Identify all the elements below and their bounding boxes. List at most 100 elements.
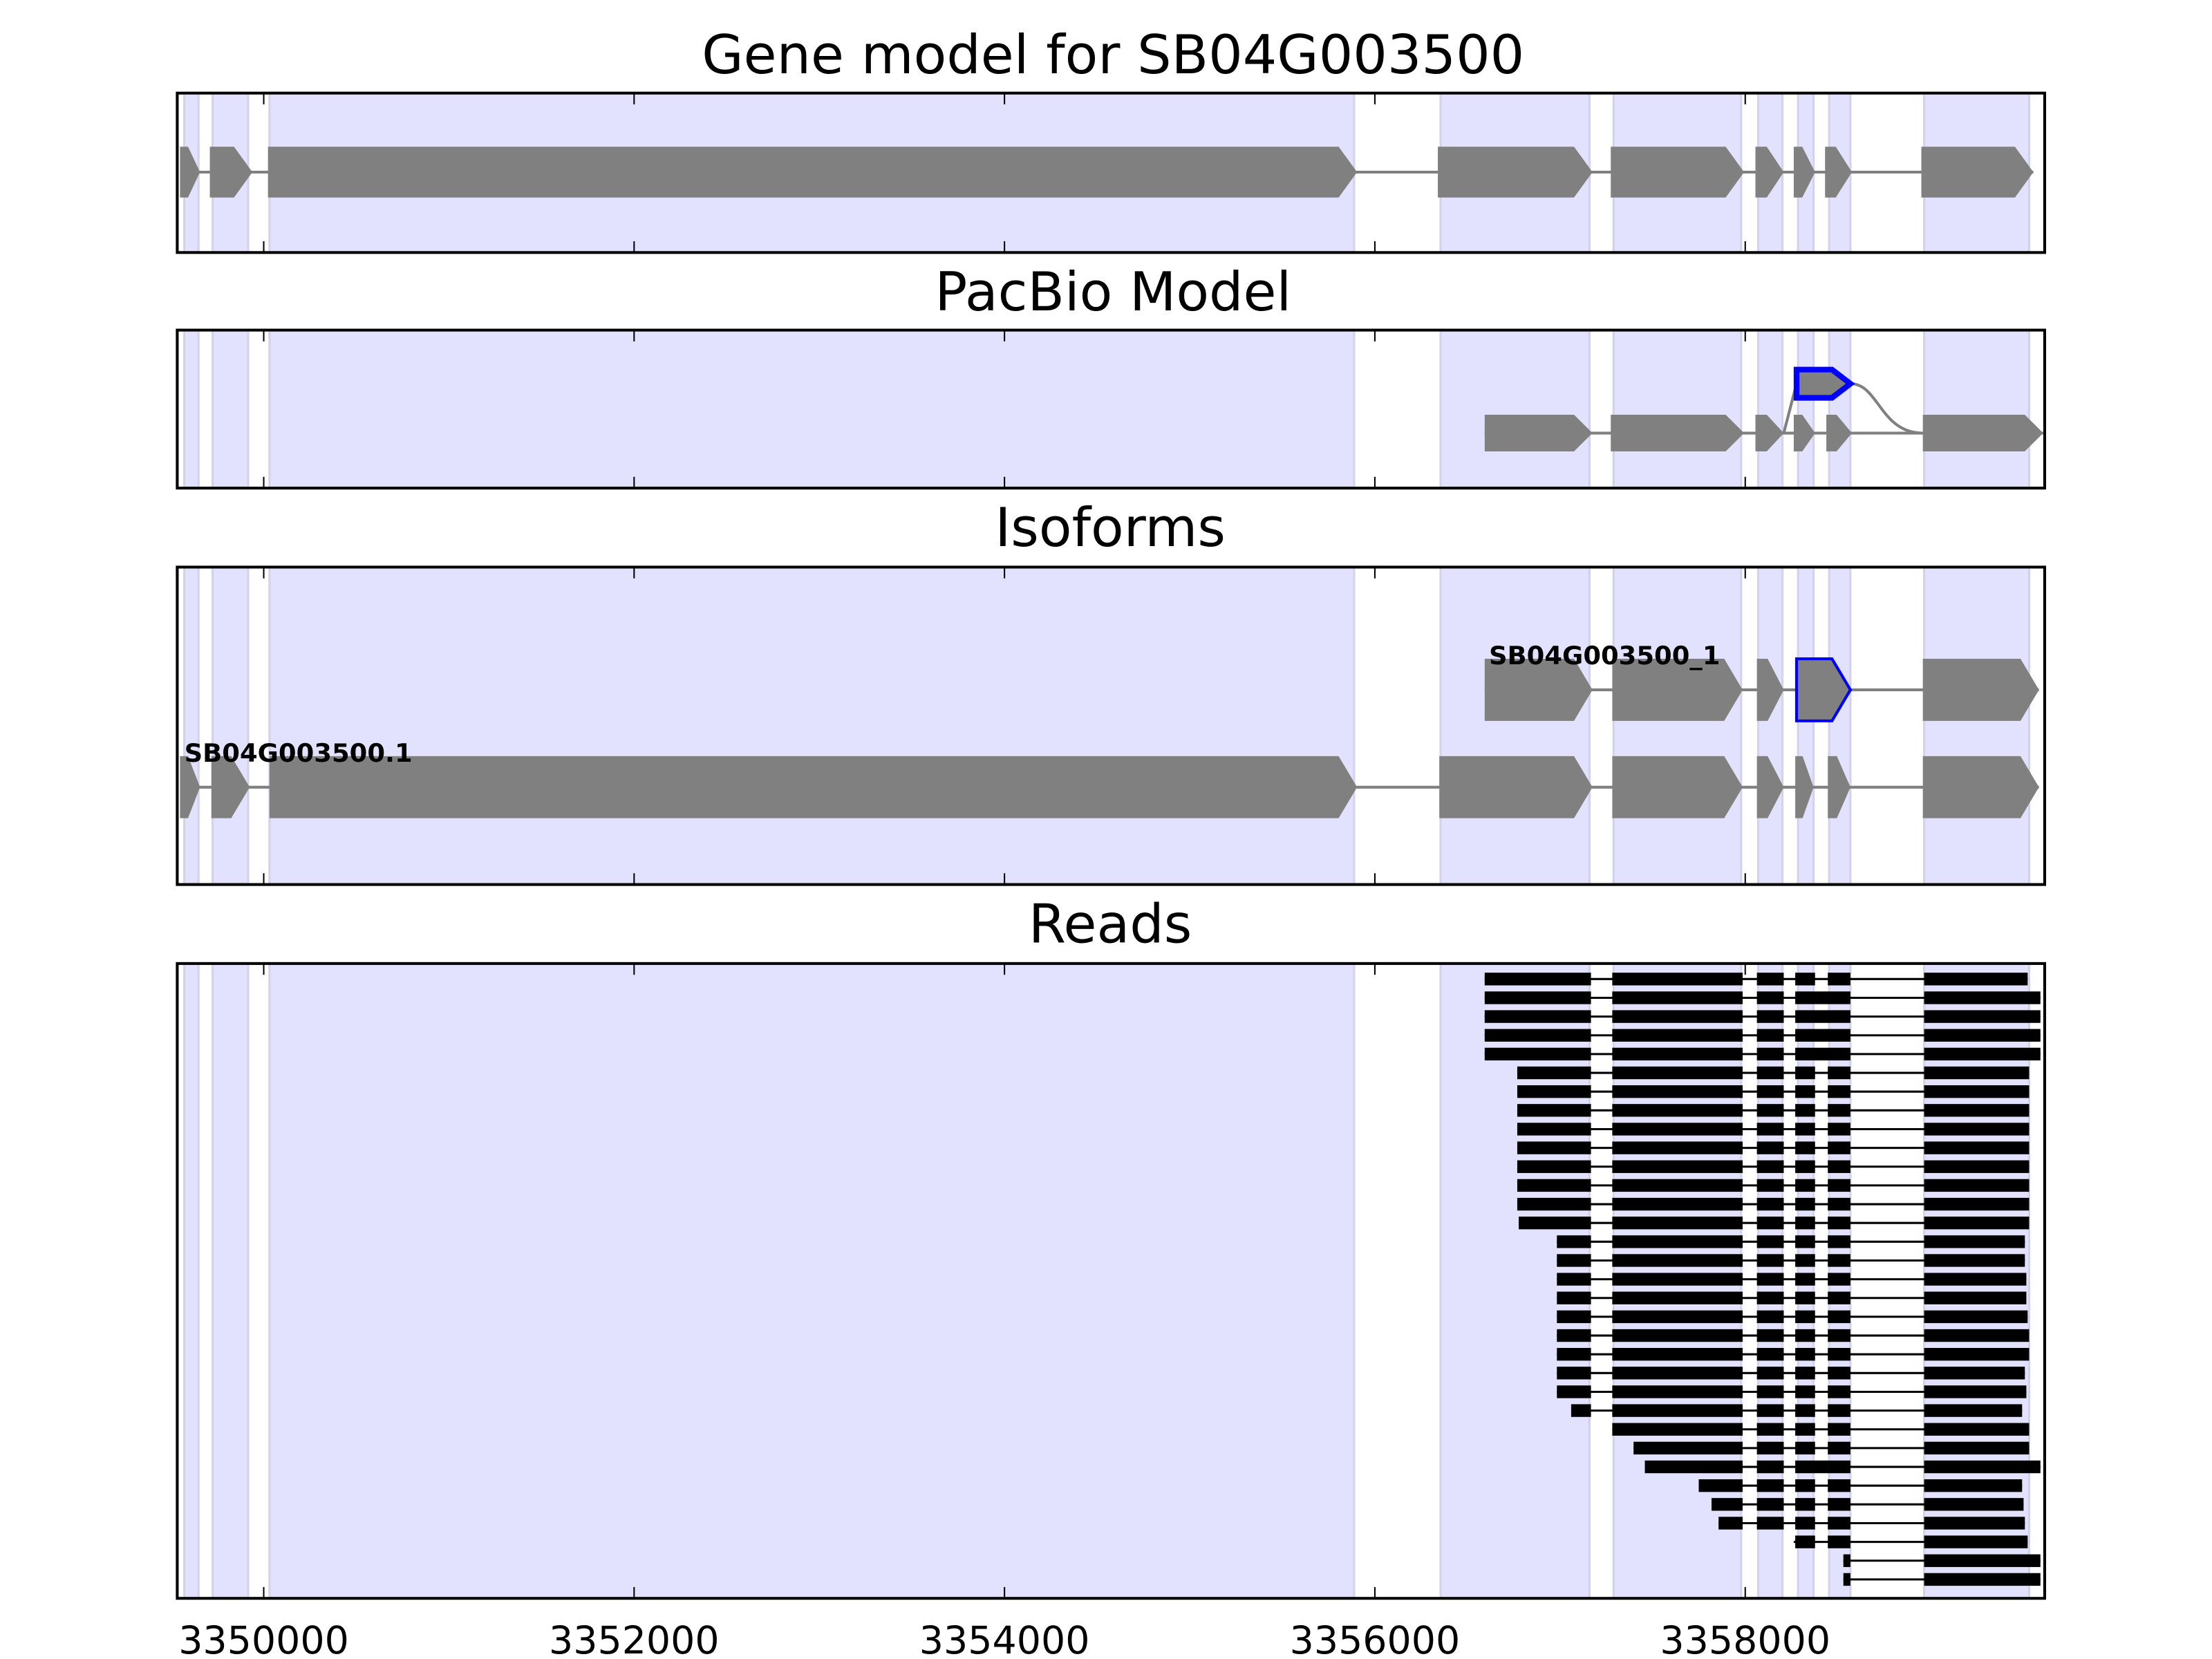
read-row <box>1718 1517 2025 1530</box>
read-block <box>1828 1123 1850 1136</box>
exon-arrow <box>269 756 1358 818</box>
exon-arrow <box>1484 659 1593 721</box>
exon-arrow <box>268 147 1358 198</box>
read-block <box>1795 1254 1815 1267</box>
read-block <box>1612 1010 1743 1023</box>
read-block <box>1756 1367 1784 1380</box>
read-block <box>1828 1498 1850 1511</box>
read-block <box>1828 1141 1850 1154</box>
read-block <box>1828 1291 1850 1304</box>
read-block <box>1924 1535 2028 1548</box>
exon-region-shading <box>212 329 250 489</box>
read-block <box>1756 1460 1784 1474</box>
exon-region-shading <box>1923 565 2030 886</box>
read-block <box>1828 1179 1850 1192</box>
read-block <box>1517 1179 1591 1192</box>
read-block <box>1612 1123 1743 1136</box>
read-block <box>1612 1423 1743 1436</box>
alt-exon-highlighted <box>1793 366 1855 401</box>
read-block <box>1795 1423 1815 1436</box>
read-block <box>1557 1310 1591 1324</box>
panel-frame <box>176 565 2046 886</box>
read-block <box>1718 1517 1743 1530</box>
read-block <box>1484 1029 1591 1042</box>
read-block <box>1924 1104 2030 1117</box>
read-block <box>1795 1010 1850 1023</box>
read-row <box>1484 1029 2041 1042</box>
read-block <box>1612 1047 1743 1061</box>
read-block <box>1795 1404 1815 1417</box>
read-row <box>1557 1310 2028 1324</box>
exon-region-shading <box>268 962 1356 1600</box>
read-row <box>1517 1066 2030 1080</box>
exon-arrow <box>1611 147 1745 198</box>
read-row <box>1517 1104 2030 1117</box>
panel-frame <box>176 328 2046 490</box>
isoforms-title: Isoforms <box>995 497 1226 559</box>
read-row <box>1633 1441 2030 1455</box>
exon-arrow <box>1825 147 1853 198</box>
read-row <box>1517 1085 2030 1098</box>
read-block <box>1612 1066 1743 1080</box>
read-block <box>1795 1141 1815 1154</box>
read-block <box>1756 1029 1784 1042</box>
read-block <box>1756 1310 1784 1324</box>
exon-region-shading <box>1439 329 1591 489</box>
exon-arrow <box>1793 415 1815 452</box>
exon-region-shading <box>1756 565 1784 886</box>
read-row <box>1557 1348 2030 1361</box>
read-block <box>1924 1441 2030 1455</box>
x-tick-label: 3354000 <box>919 1619 1090 1659</box>
read-block <box>1924 1141 2030 1154</box>
read-block <box>1756 1385 1784 1398</box>
read-row <box>1519 1217 2030 1230</box>
read-block <box>1795 1291 1815 1304</box>
read-block <box>1795 1460 1850 1474</box>
read-block <box>1612 1254 1743 1267</box>
gene-model-title: Gene model for SB04G003500 <box>702 24 1524 86</box>
read-block <box>1828 1479 1850 1492</box>
read-row <box>1644 1460 2041 1474</box>
exon-arrow <box>1828 756 1850 818</box>
read-block <box>1517 1085 1591 1098</box>
read-block <box>1795 1104 1815 1117</box>
read-block <box>1924 1066 2030 1080</box>
exon-region-shading <box>268 329 1356 489</box>
read-block <box>1795 1047 1850 1061</box>
exon-arrow <box>1922 415 2043 452</box>
read-block <box>1557 1273 1591 1286</box>
reads-panel <box>176 962 2046 1600</box>
read-block <box>1828 1535 1850 1548</box>
read-block <box>1828 1385 1850 1398</box>
read-block <box>1756 1047 1784 1061</box>
read-block <box>1517 1123 1591 1136</box>
exon-arrow <box>1755 415 1784 452</box>
x-tick-label: 3356000 <box>1290 1619 1461 1659</box>
read-block <box>1612 1404 1743 1417</box>
read-row <box>1517 1123 2030 1136</box>
read-block <box>1828 1517 1850 1530</box>
read-block <box>1756 973 1784 986</box>
read-block <box>1924 1404 2023 1417</box>
read-block <box>1924 973 2028 986</box>
read-block <box>1517 1160 1591 1173</box>
exon-region-shading <box>1797 565 1815 886</box>
read-block <box>1828 1197 1850 1211</box>
pacbio-panel <box>176 328 2046 490</box>
read-block <box>1557 1367 1591 1380</box>
read-block <box>1756 1085 1784 1098</box>
read-block <box>1795 1066 1815 1080</box>
read-block <box>1519 1217 1591 1230</box>
read-block <box>1828 1217 1850 1230</box>
read-block <box>1924 1498 2024 1511</box>
read-block <box>1484 1047 1591 1061</box>
read-block <box>1828 1160 1850 1173</box>
read-block <box>1828 1104 1850 1117</box>
read-block <box>1756 1517 1784 1530</box>
read-row <box>1557 1291 2027 1304</box>
read-block <box>1612 991 1743 1004</box>
read-block <box>1828 1273 1850 1286</box>
read-block <box>1795 1367 1815 1380</box>
read-block <box>1612 1085 1743 1098</box>
